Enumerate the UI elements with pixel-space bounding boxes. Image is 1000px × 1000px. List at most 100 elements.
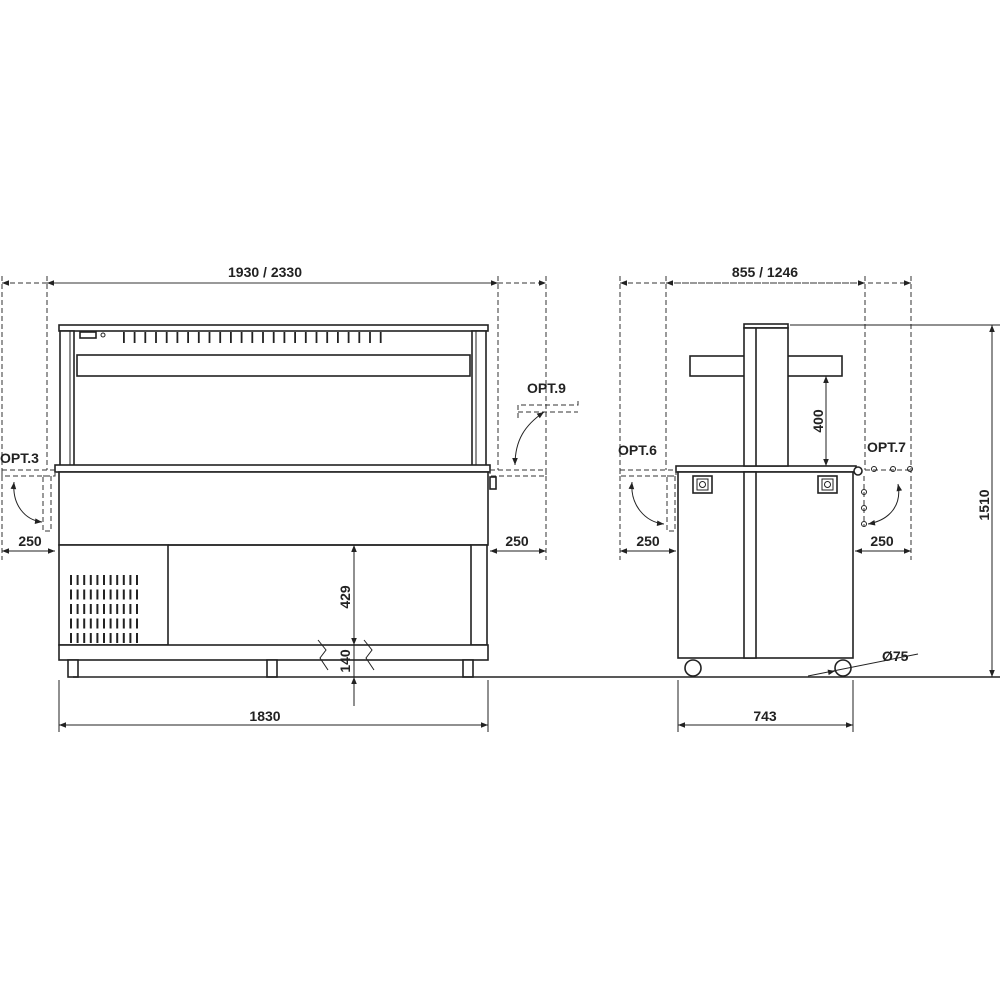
vent-slot — [96, 618, 99, 629]
vent-slot — [76, 618, 79, 629]
vent-slot — [70, 618, 72, 629]
overall-depth-label: 855 / 1246 — [732, 264, 798, 280]
vent-slot — [96, 633, 99, 643]
vent-slot — [122, 604, 125, 614]
wheel-diameter-label: Ø75 — [882, 648, 909, 664]
foot — [462, 659, 474, 678]
vent-slot — [136, 633, 138, 643]
lower-height-label: 429 — [337, 585, 353, 609]
vent-slot — [187, 332, 189, 343]
vent-slot — [116, 618, 119, 629]
vent-slot — [272, 332, 275, 343]
vent-slot — [129, 604, 132, 614]
vent-slot — [89, 633, 92, 643]
left-post — [59, 330, 75, 468]
vent-slot — [76, 589, 79, 600]
vent-slot — [76, 633, 79, 643]
vent-slot — [208, 332, 211, 343]
canopy-clearance-label: 400 — [810, 409, 826, 433]
foot — [266, 659, 278, 678]
vent-slot — [123, 332, 125, 343]
counter-top — [54, 464, 491, 473]
vent-slot — [116, 633, 119, 643]
break-line — [317, 639, 329, 671]
vent-slot — [315, 332, 318, 343]
option-6-folding-shelf: OPT.6 — [618, 442, 677, 532]
vent-slot — [116, 589, 119, 600]
column-lower — [743, 471, 757, 659]
vent-slot — [103, 589, 105, 600]
vent-slot — [70, 633, 72, 643]
light-bar — [76, 354, 471, 377]
vent-slot — [326, 332, 329, 343]
vent-slot — [76, 604, 79, 614]
vent-slot — [109, 589, 112, 600]
vent-slot — [219, 332, 222, 343]
canopy-top — [58, 324, 489, 332]
vent-slot — [122, 633, 125, 643]
vent-slot — [83, 575, 86, 585]
plinth — [58, 644, 489, 661]
vent-slot — [83, 633, 86, 643]
vent-slot — [294, 332, 296, 343]
vent-slot — [165, 332, 168, 343]
counter-top — [675, 465, 857, 473]
vent-slot — [96, 589, 99, 600]
controller-display — [79, 331, 97, 339]
vent-slot — [70, 589, 72, 600]
total-height-label: 1510 — [976, 489, 992, 520]
wheel — [684, 659, 702, 677]
vent-slot — [122, 589, 125, 600]
handle — [817, 475, 838, 494]
vent-slot — [122, 575, 125, 585]
vent-slot — [337, 332, 339, 343]
vent-slot — [129, 633, 132, 643]
vent-slot — [304, 332, 307, 343]
vent-slot — [103, 604, 105, 614]
canopy-column — [743, 327, 789, 467]
vent-slot — [144, 332, 147, 343]
vent-slot — [83, 589, 86, 600]
vent-slot — [136, 604, 138, 614]
option-3-label: OPT.3 — [0, 450, 39, 466]
vent-slot — [197, 332, 200, 343]
vent-slot — [369, 332, 371, 343]
foot — [67, 659, 79, 678]
vent-slot — [379, 332, 382, 343]
vent-slot — [89, 604, 92, 614]
vent-slot — [155, 332, 157, 343]
right-shelf-depth-label: 250 — [870, 533, 894, 549]
right-shelf-width-label: 250 — [505, 533, 529, 549]
vent-slot — [103, 618, 105, 629]
wheel — [834, 659, 852, 677]
vent-slot — [109, 618, 112, 629]
vent-slot — [70, 604, 72, 614]
vent-slot — [230, 332, 232, 343]
vent-slot — [103, 633, 105, 643]
vent-slot — [136, 618, 138, 629]
upper-body — [58, 471, 489, 546]
vent-slot — [103, 575, 105, 585]
left-shelf-width-label: 250 — [18, 533, 42, 549]
vent-slot — [89, 618, 92, 629]
vent-slot — [136, 589, 138, 600]
base-width-label: 1830 — [249, 708, 280, 724]
hinge — [489, 476, 497, 490]
option-7-label: OPT.7 — [867, 439, 906, 455]
vent-slot — [109, 604, 112, 614]
base-depth-label: 743 — [753, 708, 777, 724]
vent-slot — [96, 604, 99, 614]
vent-slot — [96, 575, 99, 585]
option-6-label: OPT.6 — [618, 442, 657, 458]
vent-slot — [129, 618, 132, 629]
compressor-vents — [70, 575, 138, 643]
vent-slot — [347, 332, 350, 343]
vent-slot — [109, 633, 112, 643]
vent-slot — [83, 618, 86, 629]
vent-slot — [129, 589, 132, 600]
right-leg-panel — [470, 544, 488, 646]
overall-width-label: 1930 / 2330 — [228, 264, 302, 280]
controller-knob — [100, 332, 106, 338]
option-3-folding-shelf: OPT.3 — [0, 450, 56, 532]
